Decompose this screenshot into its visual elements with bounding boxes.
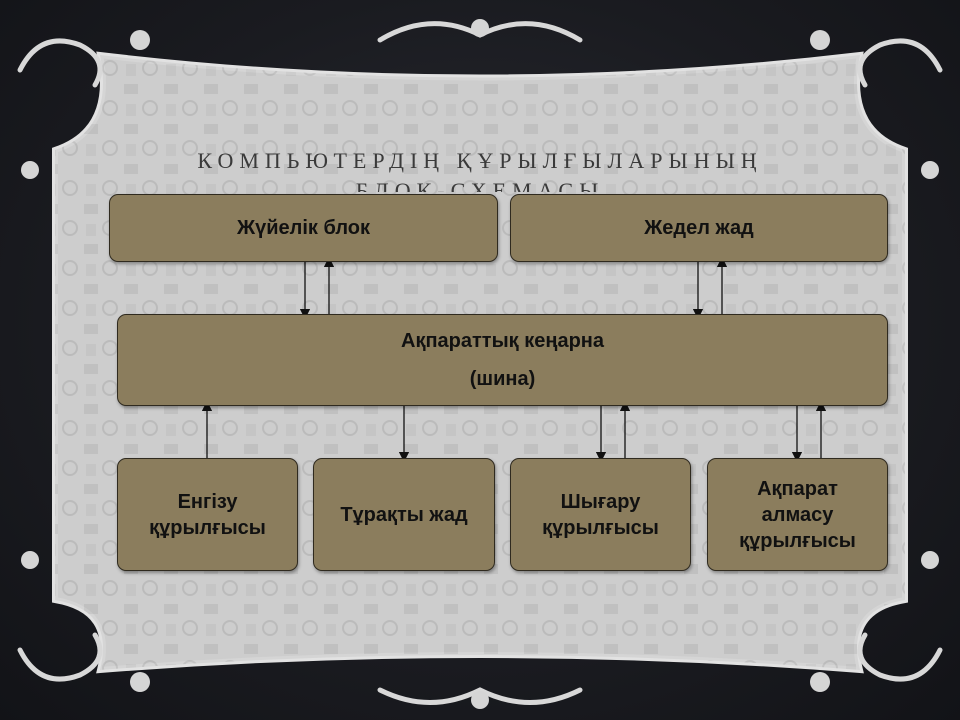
input-label-line1: Енгізу <box>177 490 238 513</box>
ram-box: Жедел жад <box>510 194 888 262</box>
system-unit-label: Жүйелік блок <box>237 217 370 239</box>
exchange-label-line2: алмасу <box>761 503 834 526</box>
exchange-label-line1: Ақпарат <box>757 477 838 500</box>
bus-box: Ақпараттық кеңарна (шина) <box>117 314 888 406</box>
output-device-box: Шығару құрылғысы <box>510 458 691 571</box>
output-label-line2: құрылғысы <box>542 516 659 539</box>
system-unit-box: Жүйелік блок <box>109 194 498 262</box>
ram-label: Жедел жад <box>644 217 754 239</box>
storage-box: Тұрақты жад <box>313 458 495 571</box>
bus-label-line1: Ақпараттық кеңарна <box>401 330 604 352</box>
exchange-device-box: Ақпарат алмасу құрылғысы <box>707 458 888 571</box>
storage-label: Тұрақты жад <box>340 503 468 526</box>
output-label-line1: Шығару <box>560 490 641 513</box>
exchange-label-line3: құрылғысы <box>739 529 856 552</box>
slide-title: КОМПЬЮТЕРДІҢ ҚҰРЫЛҒЫЛАРЫНЫҢ БЛОК-СХЕМАСЫ <box>197 148 763 203</box>
input-device-box: Енгізу құрылғысы <box>117 458 298 571</box>
bus-label-line2: (шина) <box>469 368 536 390</box>
input-label-line2: құрылғысы <box>149 516 266 539</box>
